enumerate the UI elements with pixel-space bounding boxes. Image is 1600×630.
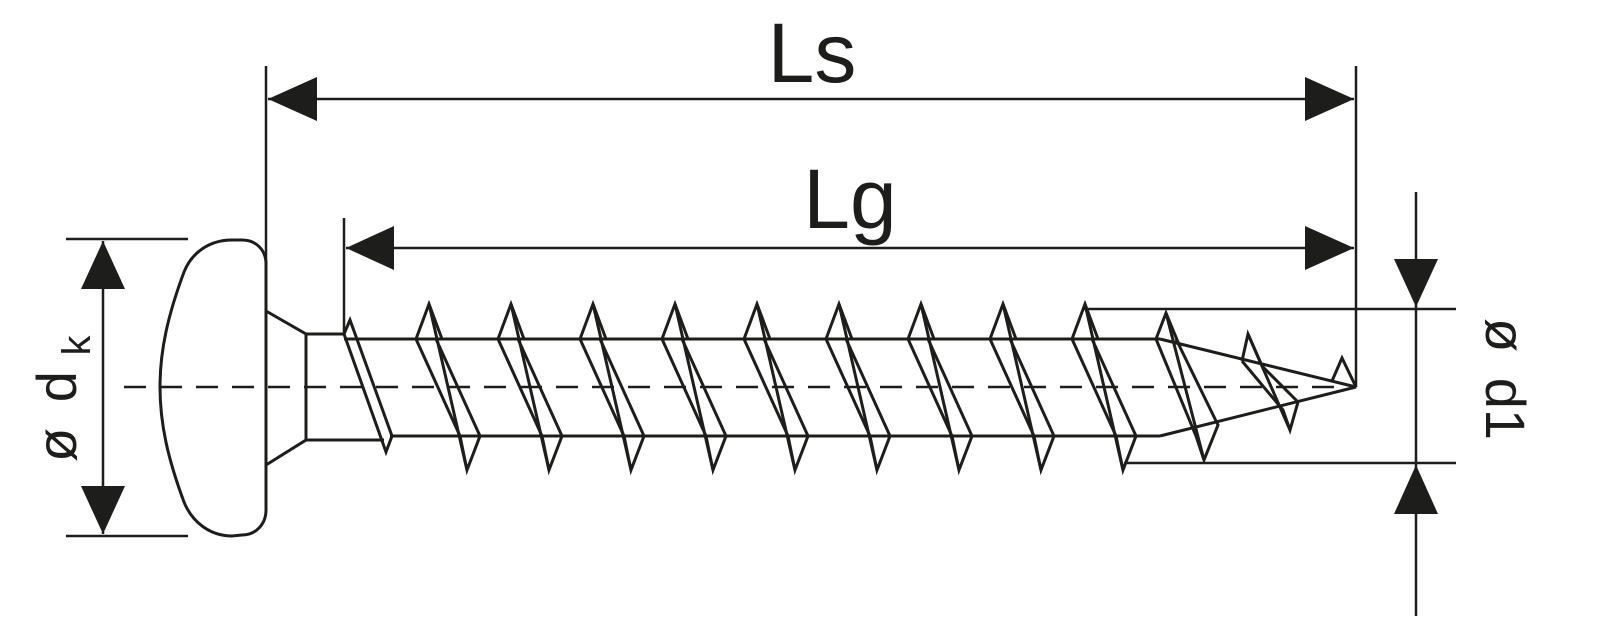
arrow-right-icon [1305,226,1354,270]
dimension-thread-diameter: ø d1 [1394,192,1537,616]
arrow-right-icon [1305,77,1354,121]
thread-turns [414,299,1358,476]
arrow-left-icon [268,77,317,121]
screw-shank [342,299,1358,476]
arrow-up-icon [81,241,125,289]
dimension-head-diameter: ø d k [25,241,125,534]
label-ls: Ls [768,6,857,100]
dimension-ls: Ls [268,6,1354,121]
arrow-up-icon [1394,465,1438,514]
dimension-lg: Lg [346,152,1354,270]
label-head-diameter: ø d k [25,335,99,463]
extension-lines [66,66,1456,538]
arrow-left-icon [346,226,394,270]
screw-head [158,238,384,538]
arrow-down-icon [1394,259,1438,307]
label-thread-diameter: ø d1 [1474,318,1537,440]
arrow-down-icon [81,486,125,534]
label-lg: Lg [803,152,896,246]
